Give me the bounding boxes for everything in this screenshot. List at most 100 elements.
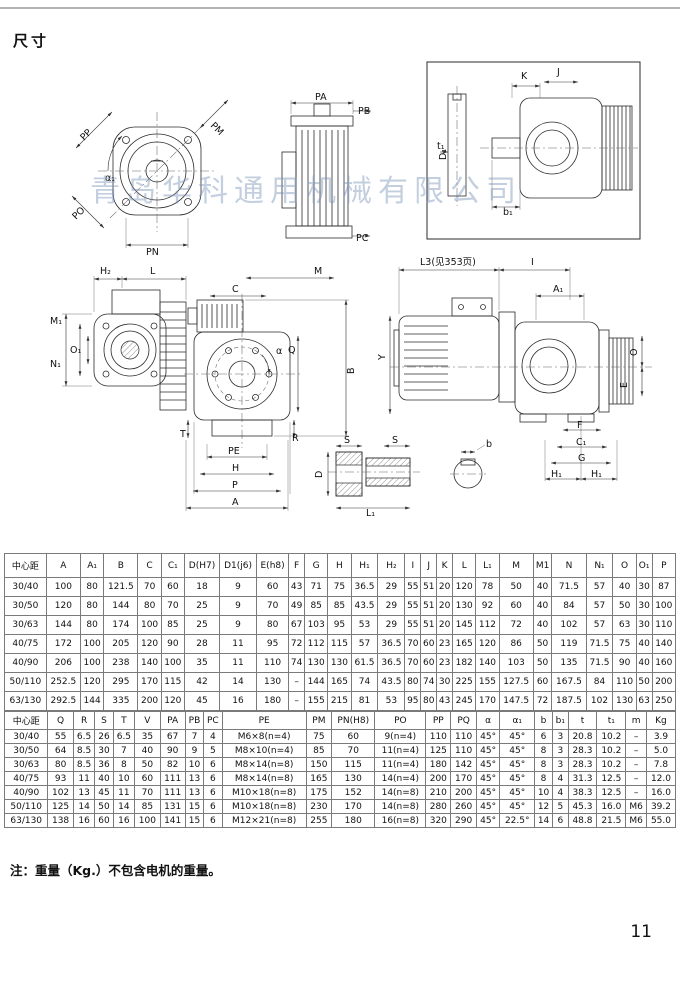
- table-cell: 138: [47, 813, 74, 828]
- table-cell: 40: [532, 596, 553, 616]
- table-cell: 144: [45, 615, 81, 635]
- table-cell: 71.5: [585, 653, 614, 673]
- table-cell: –: [625, 785, 647, 800]
- table-cell: 50: [635, 672, 653, 692]
- view-output-flange: [62, 276, 187, 411]
- table-cell: 60: [94, 813, 114, 828]
- table-cell: 144: [304, 672, 329, 692]
- table-cell: 140: [475, 653, 500, 673]
- table-cell: 63/130: [3, 813, 49, 828]
- table-cell: M8×10(n=4): [221, 743, 307, 758]
- table-cell: 11: [219, 653, 257, 673]
- table-cell: 71.5: [551, 577, 587, 597]
- table-cell: 152: [331, 785, 376, 800]
- table-cell: 70: [160, 596, 185, 616]
- column-header: Kg: [645, 711, 677, 730]
- table-cell: 64: [47, 743, 74, 758]
- table-cell: 9: [184, 743, 205, 758]
- table-cell: 60: [160, 577, 185, 597]
- table-cell: 55: [404, 596, 422, 616]
- table-cell: 43.5: [377, 672, 406, 692]
- table-cell: 45°: [499, 799, 535, 814]
- table-cell: 180: [255, 691, 290, 711]
- table-cell: 120: [475, 634, 500, 654]
- table-cell: 127.5: [498, 672, 534, 692]
- column-header: H₂: [377, 553, 406, 578]
- column-header: O₁: [635, 553, 653, 578]
- table-cell: 4: [552, 771, 569, 786]
- column-header: PQ: [450, 711, 477, 730]
- table-cell: 45°: [475, 729, 501, 744]
- table-cell: 85: [305, 743, 333, 758]
- table-cell: 63/130: [4, 691, 47, 711]
- table-cell: 165: [327, 672, 352, 692]
- dimension-label: L3(见353页): [420, 257, 476, 268]
- table-cell: 30/40: [4, 577, 47, 597]
- table-cell: 200: [651, 672, 677, 692]
- table-cell: 84: [551, 596, 587, 616]
- table-cell: 110: [651, 615, 677, 635]
- table-cell: 144: [79, 691, 105, 711]
- table-cell: 100: [79, 653, 105, 673]
- table-cell: 14(n=4): [374, 771, 427, 786]
- column-header: t₁: [596, 711, 627, 730]
- table-cell: 40: [134, 743, 161, 758]
- table-cell: 74: [420, 672, 438, 692]
- table-cell: 130: [331, 771, 376, 786]
- table-cell: 90: [612, 653, 637, 673]
- view-key-detail: [450, 444, 486, 489]
- dimension-label: E: [619, 382, 630, 388]
- table-cell: 30/50: [3, 743, 49, 758]
- table-cell: 14: [219, 672, 257, 692]
- table-cell: 23: [436, 653, 454, 673]
- dimension-label: A: [232, 497, 239, 508]
- table-cell: 82: [159, 757, 186, 772]
- table-cell: 12: [533, 799, 554, 814]
- column-header: PO: [374, 711, 427, 730]
- table-cell: 36.5: [377, 653, 406, 673]
- table-cell: 10.2: [596, 743, 627, 758]
- table-cell: 57: [350, 634, 379, 654]
- table-cell: –: [625, 729, 647, 744]
- table-cell: 40/75: [4, 634, 47, 654]
- dimension-label: b: [486, 439, 492, 450]
- table-cell: 87: [651, 577, 677, 597]
- table-cell: 8: [533, 743, 554, 758]
- table-cell: 145: [452, 615, 477, 635]
- dimension-label: M: [314, 266, 322, 277]
- column-header: PM: [305, 711, 333, 730]
- table-cell: 225: [452, 672, 477, 692]
- table-cell: 130: [304, 653, 329, 673]
- table-cell: 57: [585, 615, 614, 635]
- table-cell: 16(n=8): [374, 813, 427, 828]
- table-cell: 230: [305, 799, 333, 814]
- table-cell: M10×18(n=8): [221, 799, 307, 814]
- column-header: L₁: [475, 553, 500, 578]
- table-cell: 51: [420, 596, 438, 616]
- table-cell: 140: [651, 634, 677, 654]
- dimension-label: α₁: [105, 173, 115, 184]
- table-cell: 111: [159, 771, 186, 786]
- dimension-label: PB: [358, 106, 370, 117]
- view-coupling-detail: [326, 444, 420, 510]
- table-cell: 95: [255, 634, 290, 654]
- column-header: H₁: [350, 553, 379, 578]
- table-cell: 6.5: [112, 729, 136, 744]
- table-cell: 215: [327, 691, 352, 711]
- table-cell: 9(n=4): [374, 729, 427, 744]
- table-cell: M12×21(n=8): [221, 813, 307, 828]
- table-cell: 170: [450, 771, 477, 786]
- table-cell: –: [625, 743, 647, 758]
- table-cell: 6: [552, 813, 569, 828]
- column-header: G: [304, 553, 329, 578]
- column-header: M1: [532, 553, 553, 578]
- table-cell: 20: [436, 615, 454, 635]
- table-cell: 71: [304, 577, 329, 597]
- dimension-label: H₁: [591, 469, 602, 480]
- table-cell: 111: [159, 785, 186, 800]
- table-cell: 112: [304, 634, 329, 654]
- table-cell: 53: [377, 691, 406, 711]
